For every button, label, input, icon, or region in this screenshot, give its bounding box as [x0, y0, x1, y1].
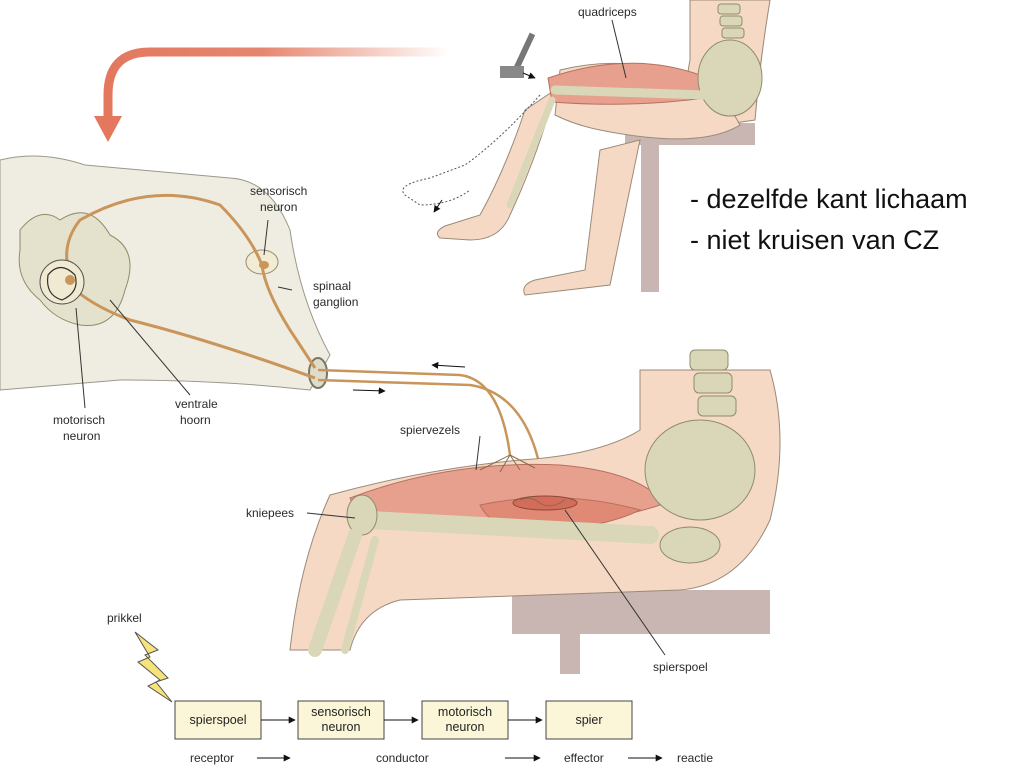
flow-box-motorisch-label-1: motorisch	[438, 705, 492, 719]
label-motorisch-neuron-2: neuron	[63, 429, 100, 443]
label-ventrale-hoorn-2: hoorn	[180, 413, 211, 427]
label-receptor: receptor	[190, 751, 234, 765]
label-sensorisch-neuron-1: sensorisch	[250, 184, 307, 198]
flow-box-sensorisch-label-2: neuron	[322, 720, 361, 734]
label-motorisch-neuron-1: motorisch	[53, 413, 105, 427]
label-conductor: conductor	[376, 751, 429, 765]
stimulus-flow-arrow	[94, 52, 450, 142]
reflex-arc-flowchart: spierspoel sensorisch neuron motorisch n…	[175, 701, 713, 765]
label-reactie: reactie	[677, 751, 713, 765]
label-spinaal-ganglion-1: spinaal	[313, 279, 351, 293]
label-sensorisch-neuron-2: neuron	[260, 200, 297, 214]
label-spinaal-ganglion-2: ganglion	[313, 295, 358, 309]
label-spierspoel: spierspoel	[653, 660, 708, 674]
label-quadriceps: quadriceps	[578, 5, 637, 19]
label-effector: effector	[564, 751, 604, 765]
flow-box-spierspoel-label: spierspoel	[190, 713, 247, 727]
knee-muscle-detail-illustration	[290, 350, 780, 674]
label-ventrale-hoorn-1: ventrale	[175, 397, 218, 411]
lightning-bolt-icon	[135, 632, 172, 702]
label-kniepees: kniepees	[246, 506, 294, 520]
flow-box-sensorisch-label-1: sensorisch	[311, 705, 371, 719]
flow-box-spier-label: spier	[575, 713, 602, 727]
note-same-side: - dezelfde kant lichaam	[690, 184, 968, 215]
flow-box-motorisch-label-2: neuron	[446, 720, 485, 734]
label-spiervezels: spiervezels	[400, 423, 460, 437]
label-prikkel: prikkel	[107, 611, 142, 625]
note-no-crossing: - niet kruisen van CZ	[690, 225, 939, 256]
